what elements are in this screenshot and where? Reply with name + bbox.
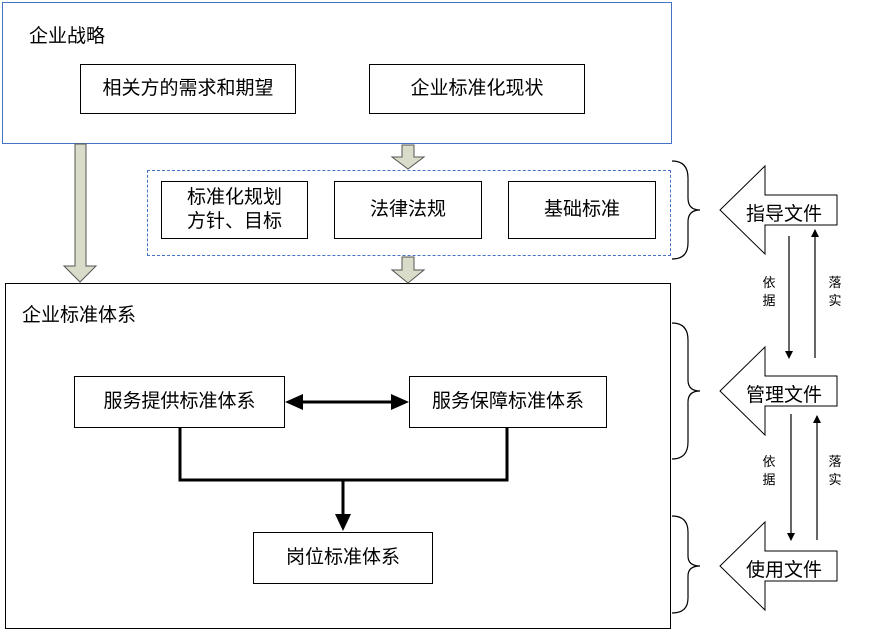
manage-arrow-shape xyxy=(719,345,838,437)
brace-post xyxy=(671,515,701,614)
manage-doc-label: 管理文件 xyxy=(746,384,823,406)
use-arrow-shape xyxy=(719,520,838,612)
plan-line-1: 标准化规划 xyxy=(186,186,282,209)
strategy-to-system-arrow xyxy=(62,143,98,283)
standard-system-frame: 企业标准体系 xyxy=(5,283,671,629)
inputs-dashed-frame xyxy=(147,170,671,256)
strategy-frame: 企业战略 xyxy=(2,2,672,144)
strategy-title: 企业战略 xyxy=(29,25,106,47)
post-arrowhead xyxy=(335,514,351,531)
basis-label-1: 依据 xyxy=(762,276,776,309)
standardization-status-box: 企业标准化现状 xyxy=(369,64,585,114)
status-to-inputs-arrow xyxy=(390,144,426,170)
brace-system xyxy=(671,322,701,460)
post-standard-box: 岗位标准体系 xyxy=(253,532,433,584)
stakeholder-needs-box: 相关方的需求和期望 xyxy=(80,64,296,114)
standardization-plan-box: 标准化规划 方针、目标 xyxy=(161,181,308,239)
service-provision-box: 服务提供标准体系 xyxy=(74,376,285,428)
standard-system-title: 企业标准体系 xyxy=(22,304,137,326)
plan-line-2: 方针、目标 xyxy=(186,210,282,232)
use-doc-label: 使用文件 xyxy=(746,559,823,581)
laws-box: 法律法规 xyxy=(334,181,482,239)
basic-standards-box: 基础标准 xyxy=(508,181,656,239)
bidirectional-arrow xyxy=(285,394,409,410)
merge-connector xyxy=(178,428,509,516)
implement-label-2: 落实 xyxy=(828,455,842,488)
guide-arrow-shape xyxy=(719,164,838,256)
inputs-to-system-arrow xyxy=(390,256,426,284)
implement-label-1: 落实 xyxy=(828,276,842,309)
guide-doc-label: 指导文件 xyxy=(746,203,823,225)
service-support-box: 服务保障标准体系 xyxy=(409,376,607,428)
brace-inputs xyxy=(671,160,701,260)
basis-label-2: 依据 xyxy=(762,455,776,488)
